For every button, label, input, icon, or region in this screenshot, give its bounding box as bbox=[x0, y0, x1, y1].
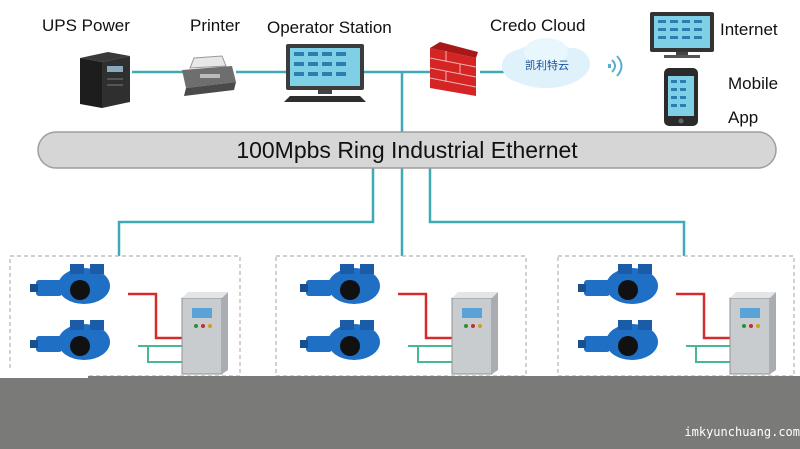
firewall-icon bbox=[429, 42, 478, 96]
pump-icon bbox=[30, 264, 110, 304]
printer-icon bbox=[182, 55, 236, 96]
internet-monitor-icon bbox=[650, 12, 714, 58]
station-equipment-1 bbox=[30, 264, 228, 375]
mobile-label: Mobile bbox=[728, 74, 779, 93]
control-line bbox=[398, 292, 452, 340]
pump-icon bbox=[578, 320, 658, 360]
signal-line bbox=[138, 345, 182, 363]
internet-label: Internet bbox=[720, 20, 778, 39]
ups-power-icon bbox=[80, 52, 130, 108]
control-line bbox=[128, 292, 182, 340]
app-label: App bbox=[728, 108, 759, 127]
ring-ethernet-label: 100Mpbs Ring Industrial Ethernet bbox=[236, 137, 578, 163]
mobile-phone-icon bbox=[664, 68, 698, 126]
cloud-brand-text: 凯利特云 bbox=[525, 59, 569, 72]
station-equipment-2 bbox=[300, 264, 498, 375]
footer-bar bbox=[0, 376, 800, 449]
footer-notch bbox=[0, 368, 88, 378]
operator-station-icon bbox=[284, 44, 366, 102]
operator-station-label: Operator Station bbox=[267, 18, 392, 37]
pump-icon bbox=[578, 264, 658, 304]
pump-icon bbox=[30, 320, 110, 360]
ups-power-label: UPS Power bbox=[42, 16, 130, 35]
station-equipment-3 bbox=[578, 264, 776, 375]
drop-lines bbox=[117, 168, 686, 256]
wireless-signal-icon bbox=[608, 55, 623, 77]
cloud-icon bbox=[502, 38, 590, 88]
pump-icon bbox=[300, 264, 380, 304]
control-cabinet-icon bbox=[451, 292, 498, 375]
ring-ethernet-bar bbox=[37, 131, 777, 169]
pump-icon bbox=[300, 320, 380, 360]
credo-cloud-label: Credo Cloud bbox=[490, 16, 586, 35]
control-cabinet-icon bbox=[181, 292, 228, 375]
control-line bbox=[676, 292, 730, 340]
watermark-text: imkyunchuang.com bbox=[684, 425, 800, 439]
control-cabinet-icon bbox=[729, 292, 776, 375]
pump-station-middle bbox=[275, 255, 527, 377]
top-connection-lines bbox=[132, 70, 505, 132]
printer-label: Printer bbox=[190, 16, 241, 35]
signal-line bbox=[686, 345, 730, 363]
signal-line bbox=[408, 345, 452, 363]
pump-station-right bbox=[557, 255, 795, 377]
